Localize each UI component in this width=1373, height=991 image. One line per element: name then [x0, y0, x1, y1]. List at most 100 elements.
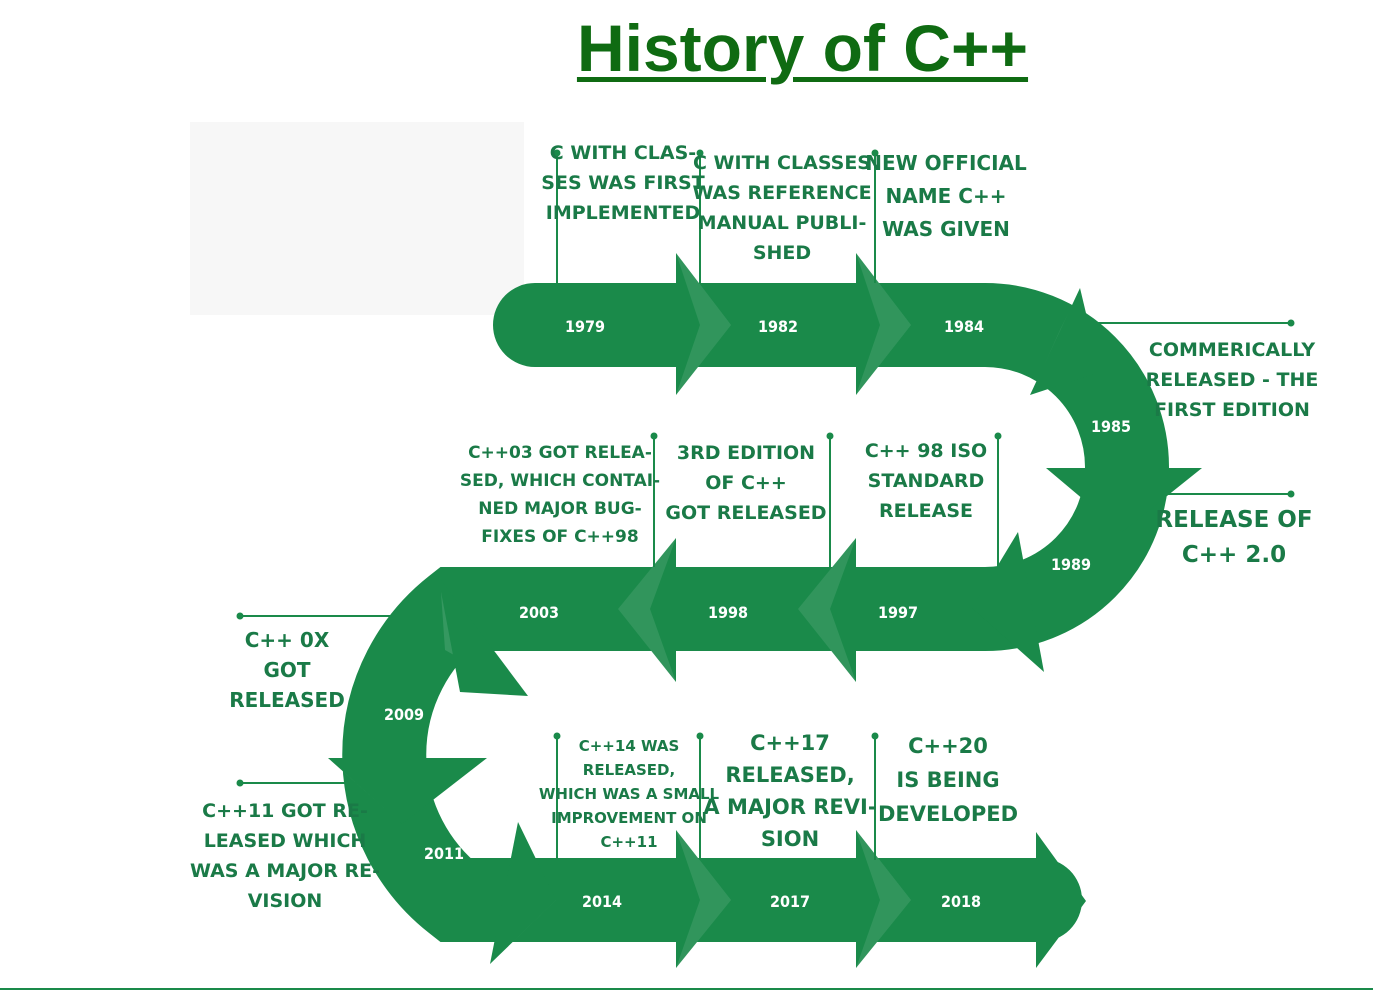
description-line: IMPROVEMENT ON	[551, 809, 707, 827]
connector-dot	[236, 779, 244, 787]
footer-divider	[0, 988, 1373, 990]
timeline-end-arrow	[1036, 832, 1086, 968]
chevron-shade	[856, 830, 911, 968]
description-line: RELEASED,	[583, 761, 675, 779]
connector-dot	[553, 732, 561, 740]
connector-dot	[1287, 490, 1295, 498]
description-line: C WITH CLAS-	[550, 142, 696, 164]
chevron-head	[798, 538, 856, 682]
year-label: 1985	[1091, 417, 1131, 436]
year-label: 1997	[878, 603, 918, 622]
connector-dot	[871, 732, 879, 740]
chevron-head	[676, 253, 731, 395]
description-line: GOT RELEASED	[665, 502, 826, 524]
description-line: MANUAL PUBLI-	[698, 212, 867, 234]
chevron-shade	[856, 253, 911, 395]
connector-dot	[553, 149, 561, 157]
description-line: NEW OFFICIAL	[865, 151, 1027, 175]
chevron-shades	[618, 253, 911, 968]
connector-dot	[236, 612, 244, 620]
connector-dot	[826, 432, 834, 440]
connectors	[236, 149, 1295, 860]
description-line: NAME C++	[886, 184, 1007, 208]
chevron-shade	[798, 538, 856, 682]
event-description: 3RD EDITION OF C++ GOT RELEASED	[665, 442, 826, 524]
description-line: NED MAJOR BUG-	[478, 499, 642, 519]
description-line: C++ 2.0	[1182, 542, 1286, 568]
event-description: RELEASE OF C++ 2.0	[1155, 507, 1312, 568]
description-line: RELEASE OF	[1155, 507, 1312, 533]
event-description: NEW OFFICIAL NAME C++ WAS GIVEN	[865, 151, 1027, 241]
event-description: COMMERICALLY RELEASED - THE FIRST EDITION	[1146, 339, 1319, 421]
description-line: LEASED WHICH	[204, 830, 367, 852]
event-description: C++11 GOT RE- LEASED WHICH WAS A MAJOR RE-…	[190, 800, 380, 912]
year-label: 2011	[424, 844, 464, 863]
description-line: WHICH WAS A SMALL	[539, 785, 720, 803]
description-line: OF C++	[705, 472, 787, 494]
chevron-head	[856, 830, 911, 968]
connector-dot	[871, 149, 879, 157]
description-line: FIRST EDITION	[1154, 399, 1310, 421]
description-line: SION	[761, 827, 819, 851]
description-line: RELEASED	[229, 688, 345, 712]
description-line: IMPLEMENTED	[546, 202, 701, 224]
description-line: RELEASE	[879, 500, 973, 522]
blank-image-placeholder	[190, 122, 524, 315]
chevron-head	[972, 532, 1044, 672]
chevron-head	[490, 822, 556, 964]
description-line: FIXES OF C++98	[481, 527, 638, 547]
description-line: C++14 WAS	[579, 737, 680, 755]
description-line: C++17	[750, 731, 830, 755]
description-line: C++20	[908, 734, 988, 758]
description-line: C++ 98 ISO	[865, 440, 987, 462]
event-description: C++03 GOT RELEA-SED, WHICH CONTAI-NED MA…	[460, 443, 660, 547]
chevron-head	[328, 758, 487, 824]
description-line: IS BEING	[896, 768, 999, 792]
chevron-shade	[676, 830, 731, 968]
chevron-head	[1030, 288, 1100, 395]
year-label: 2009	[384, 705, 424, 724]
description-line: RELEASED,	[725, 763, 854, 787]
page-title: History of C++	[576, 11, 1029, 85]
description-line: RELEASED - THE	[1146, 369, 1319, 391]
description-line: SED, WHICH CONTAI-	[460, 471, 660, 491]
year-label: 1989	[1051, 555, 1091, 574]
description-line: STANDARD	[868, 470, 985, 492]
description-line: 3RD EDITION	[677, 442, 815, 464]
connector-dot	[696, 732, 704, 740]
event-description: C++ 98 ISO STANDARD RELEASE	[865, 440, 987, 522]
chevron-head	[438, 576, 528, 696]
event-description: C++20 IS BEING DEVELOPED	[878, 734, 1018, 826]
chevron-shade	[676, 253, 731, 395]
connector-dot	[994, 432, 1002, 440]
event-description: C++ 0X GOT RELEASED	[229, 628, 345, 712]
description-line: COMMERICALLY	[1149, 339, 1315, 361]
description-line: C++11	[600, 833, 657, 851]
year-label: 2017	[770, 892, 810, 911]
description-line: WAS REFERENCE	[692, 182, 871, 204]
description-line: WAS GIVEN	[882, 217, 1010, 241]
event-description: C WITH CLAS- SES WAS FIRST IMPLEMENTED	[541, 142, 704, 224]
chevron-shade	[618, 538, 676, 682]
event-description: C WITH CLASSES WAS REFERENCE MANUAL PUBLI-…	[692, 152, 871, 264]
chevron-head	[676, 830, 731, 968]
event-description: C++14 WAS RELEASED, WHICH WAS A SMALL IMPRO…	[539, 737, 720, 851]
chevron-head	[856, 253, 911, 395]
description-line: VISION	[248, 890, 323, 912]
connector-dot	[1287, 319, 1295, 327]
description-line: C++ 0X	[245, 628, 330, 652]
connector-dot	[696, 149, 704, 157]
description-line: DEVELOPED	[878, 802, 1018, 826]
description-line: A MAJOR REVI-	[703, 795, 876, 819]
year-label: 1982	[758, 317, 798, 336]
description-line: C++11 GOT RE-	[202, 800, 368, 822]
chevron-head	[1046, 468, 1202, 532]
description-line: C WITH CLASSES	[693, 152, 871, 174]
description-line: WAS A MAJOR RE-	[190, 860, 380, 882]
description-line: SES WAS FIRST	[541, 172, 704, 194]
year-label: 2018	[941, 892, 981, 911]
year-label: 1998	[708, 603, 748, 622]
description-line: GOT	[263, 658, 310, 682]
